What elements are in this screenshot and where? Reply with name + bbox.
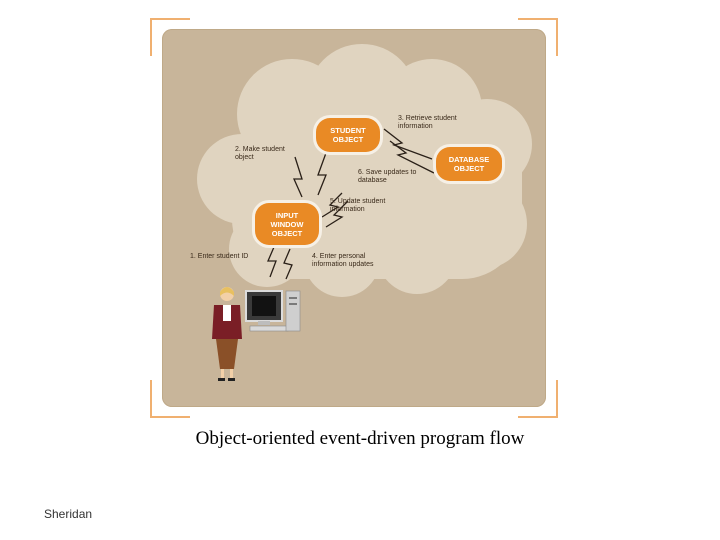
diagram-graphics [197,44,532,381]
database-object-box: DATABASE OBJECT [436,147,502,181]
input-window-object-box: INPUT WINDOW OBJECT [255,203,319,245]
step-2-label: 2. Make student object [235,146,285,161]
lightning-arrow-icon [317,152,327,196]
lightning-arrow-icon [383,128,433,160]
corner-bracket-bottom-right [518,380,558,418]
student-object-label: STUDENT OBJECT [330,126,366,144]
lightning-arrow-icon [292,156,303,198]
student-object-box: STUDENT OBJECT [316,118,380,152]
step-6-label: 6. Save updates to database [358,169,417,184]
database-object-label: DATABASE OBJECT [448,155,490,173]
lightning-arrow-icon [283,248,293,280]
cloud-shape [197,44,532,297]
figure-caption: Object-oriented event-driven program flo… [195,428,525,449]
footer-text: Sheridan [44,507,93,521]
step-5-label: 5. Update student information [330,198,386,213]
diagram-panel: STUDENT OBJECT DATABASE OBJECT INPUT WIN… [162,29,546,407]
lightning-arrow-icon [325,200,349,228]
corner-bracket-top-right [518,18,558,56]
step-4-label: 4. Enter personal information updates [312,253,374,268]
computer-icon [245,290,301,332]
lightning-arrow-icon [321,192,343,218]
corner-bracket-top-left [150,18,190,56]
lightning-arrow-icon [389,140,435,174]
person-figure [212,287,242,381]
input-window-object-label: INPUT WINDOW OBJECT [270,210,304,238]
corner-bracket-bottom-left [150,380,190,418]
step-3-label: 3. Retrieve student information [398,115,457,130]
lightning-arrow-icon [267,246,277,278]
step-1-label: 1. Enter student ID [190,253,249,260]
